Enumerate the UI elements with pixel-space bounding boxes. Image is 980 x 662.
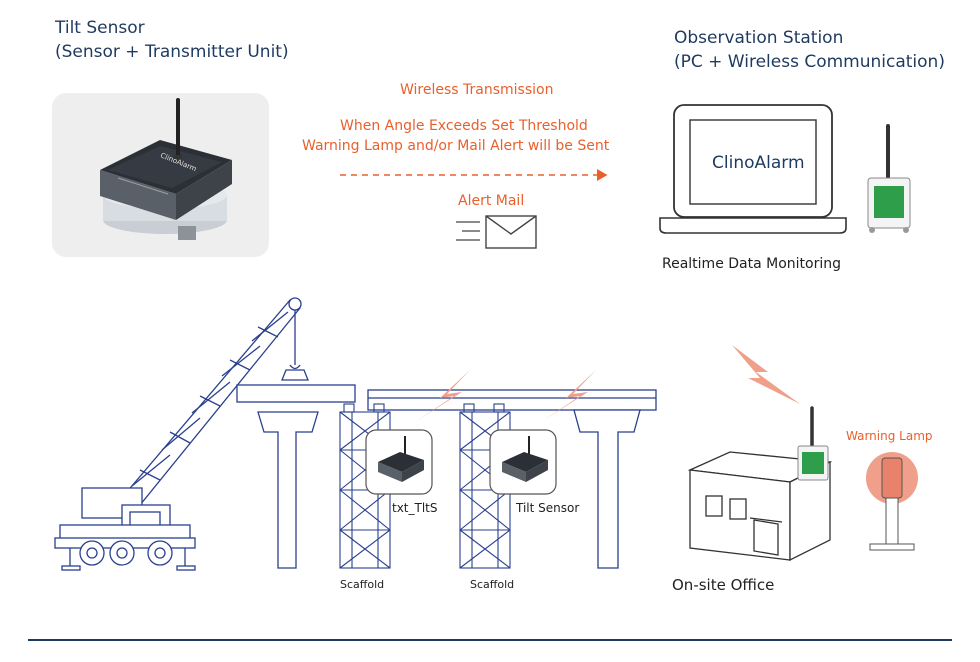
alert-mail-label: Alert Mail: [458, 193, 525, 209]
bridge-deck: [367, 389, 657, 411]
office-repeater-icon: [797, 406, 829, 481]
sensor-label-right: Tilt Sensor: [515, 501, 579, 515]
transmission-title: Wireless Transmission: [400, 82, 554, 98]
warning-lamp-icon: [866, 452, 918, 551]
onsite-office-label: On-site Office: [672, 576, 774, 594]
transmission-line2: Warning Lamp and/or Mail Alert will be S…: [302, 138, 610, 154]
receiver-device-icon: [867, 124, 911, 233]
laptop-icon: [659, 104, 847, 234]
scaffold-label-right: Scaffold: [470, 578, 514, 591]
onsite-office-icon: [687, 451, 833, 562]
tilt-sensor-photo: [52, 93, 269, 257]
station-title: Observation Station: [674, 28, 844, 48]
signal-bolt-icon: [732, 345, 800, 404]
sensor-unit-subtitle: (Sensor + Transmitter Unit): [55, 42, 289, 62]
signal-bolt-icon: [418, 370, 470, 420]
bridge-pier-right: [573, 409, 641, 569]
crane-icon: [54, 297, 356, 571]
realtime-caption: Realtime Data Monitoring: [662, 256, 842, 272]
sensor-callout-left: [365, 429, 433, 495]
sensor-callout-right: [489, 429, 557, 495]
scaffold-label-left: Scaffold: [340, 578, 384, 591]
transmission-line1: When Angle Exceeds Set Threshold: [340, 118, 588, 134]
warning-lamp-label: Warning Lamp: [846, 429, 933, 443]
sensor-label-left: txt_TltS: [392, 501, 438, 515]
bridge-pier-left: [257, 411, 319, 569]
sensor-unit-title: Tilt Sensor: [55, 18, 145, 38]
mail-icon: [456, 215, 537, 249]
signal-bolt-icon: [544, 370, 596, 420]
laptop-screen-label: ClinoAlarm: [712, 153, 805, 173]
station-subtitle: (PC + Wireless Communication): [674, 52, 945, 72]
